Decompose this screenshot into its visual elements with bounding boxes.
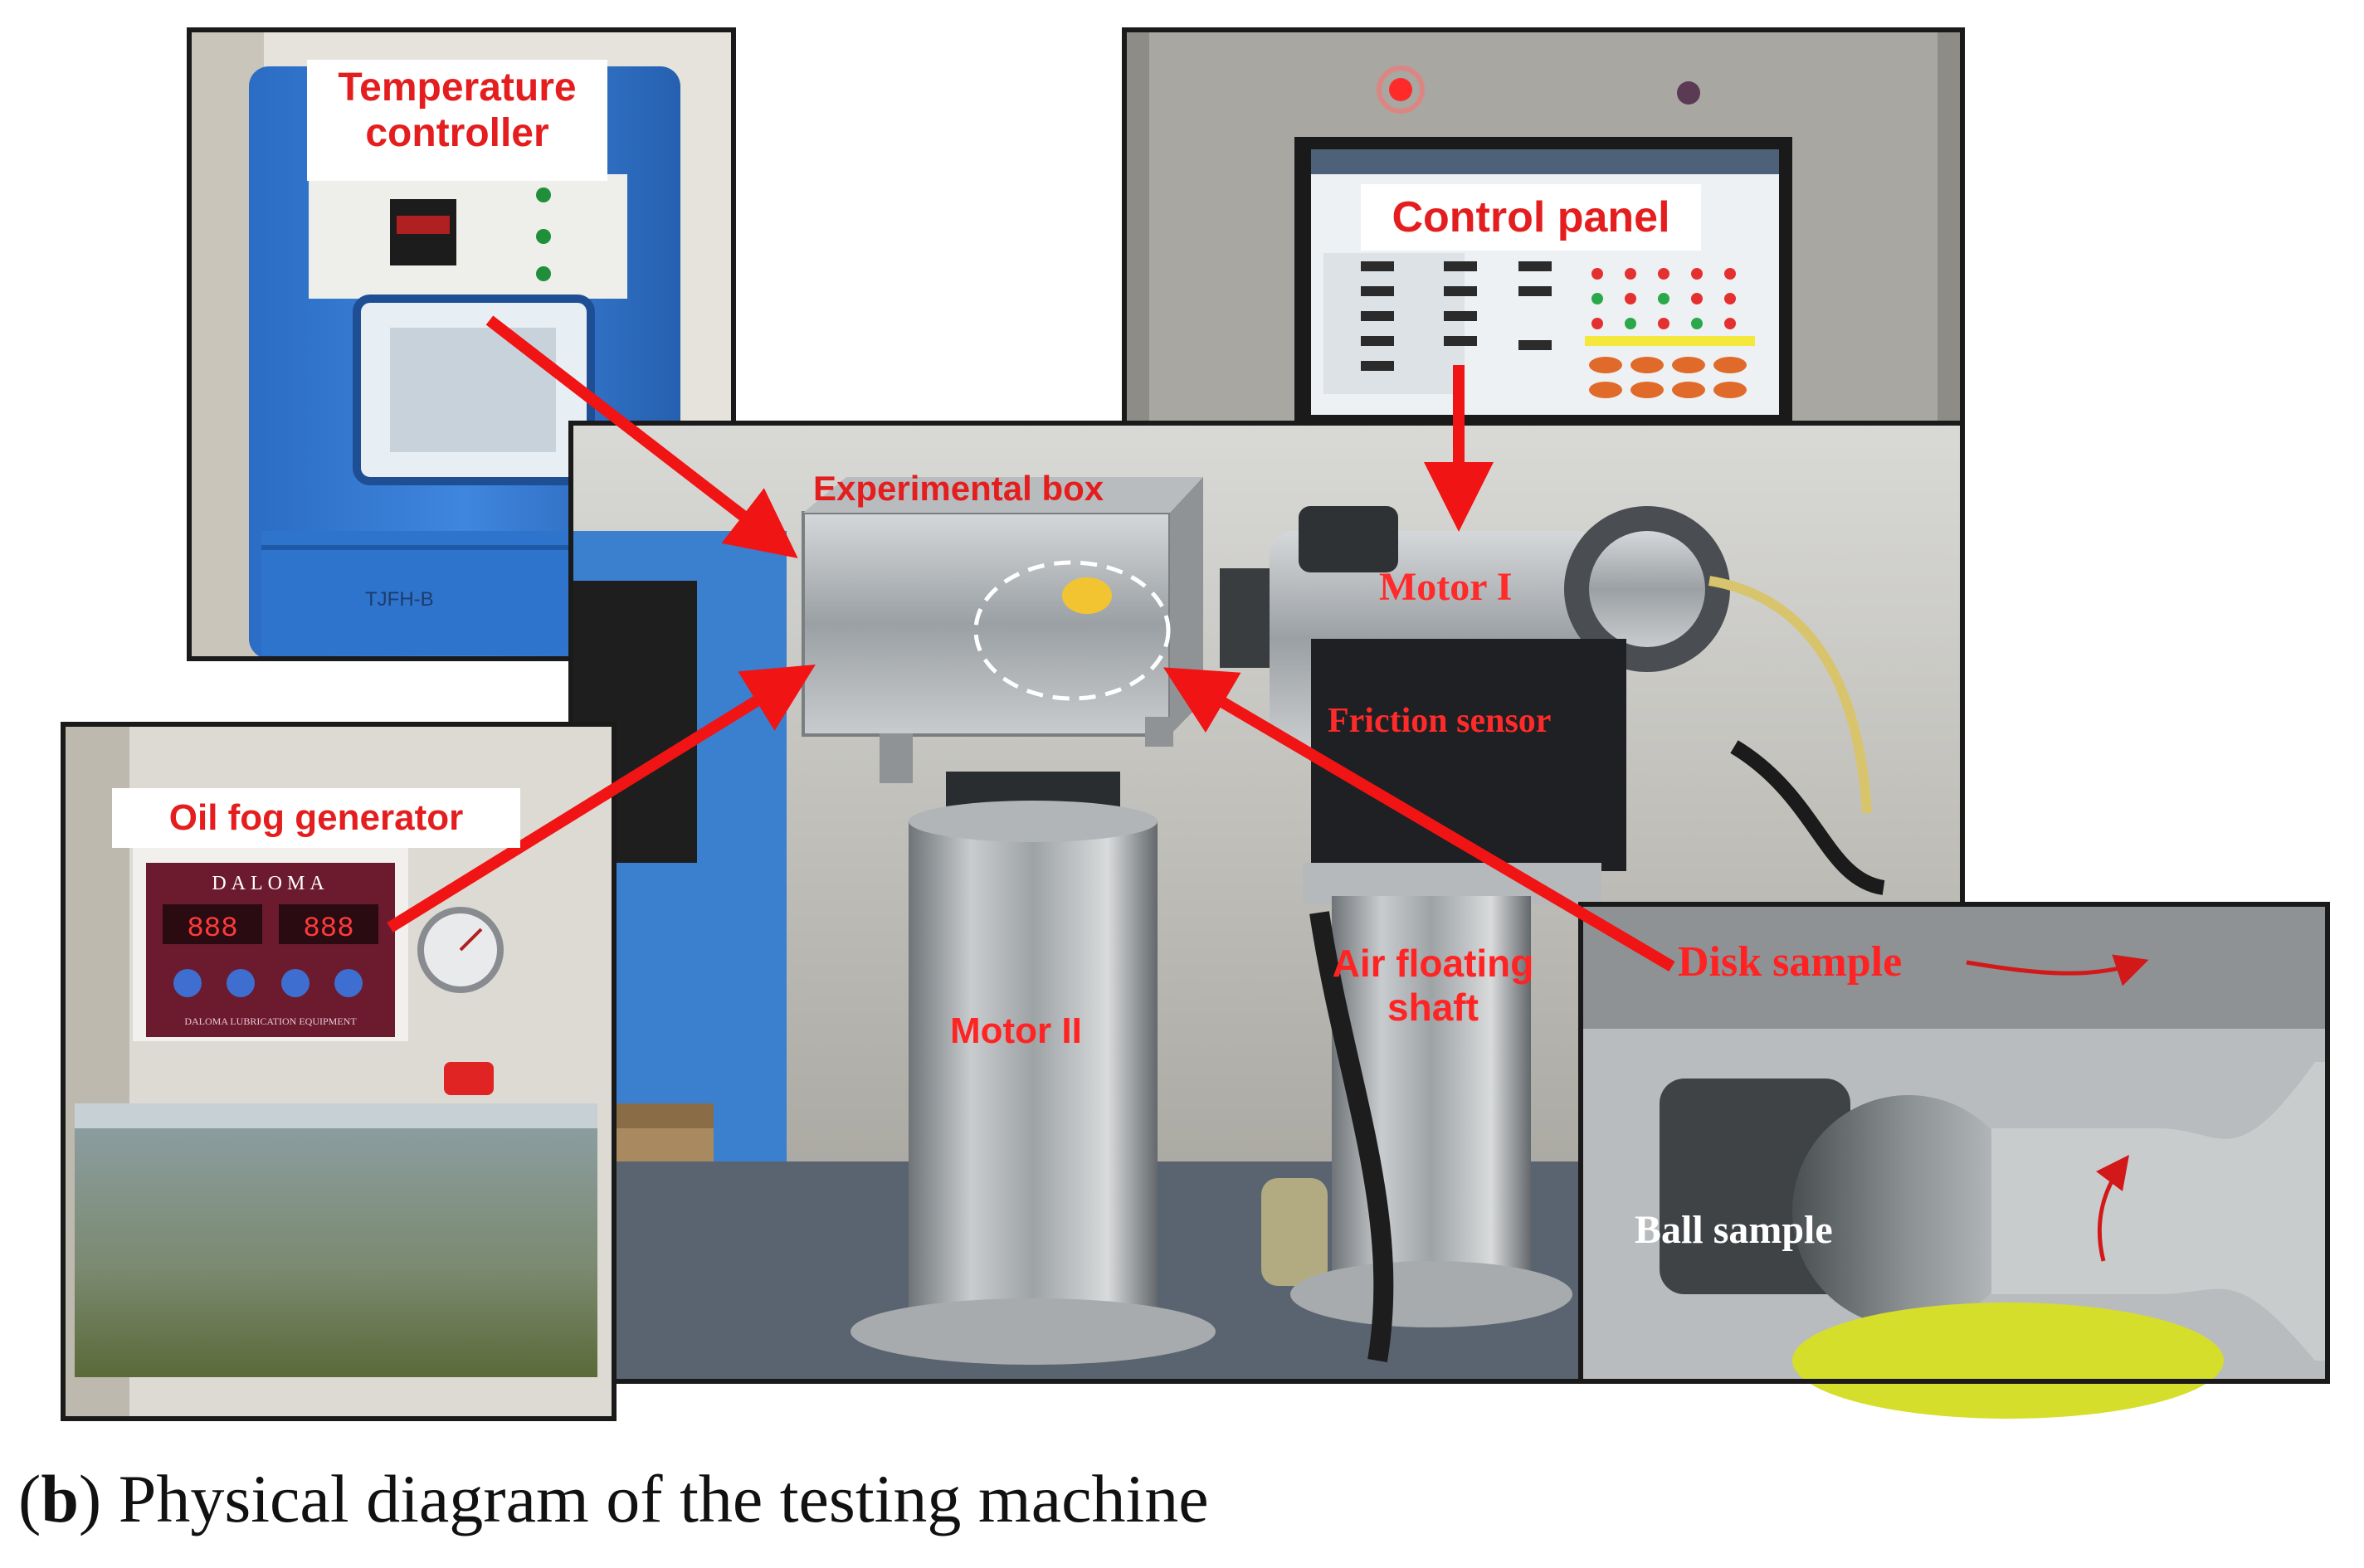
oil-fog-generator-frame xyxy=(61,722,617,1421)
air-floating-shaft-label-line1: Air floating xyxy=(1332,942,1534,985)
temperature-controller-arrow xyxy=(485,315,798,558)
set-button-icon xyxy=(334,969,363,997)
air-floating-shaft-label: Air floating shaft xyxy=(1326,942,1540,1030)
generator-control-panel xyxy=(146,863,395,1037)
pointer-arrows xyxy=(387,315,1675,972)
ball-disk-closeup-photo xyxy=(1578,902,2330,1419)
oil-fog-generator-label: Oil fog generator xyxy=(112,788,520,848)
disk-sample-arrow xyxy=(1163,667,1675,972)
figure-caption: (b) Physical diagram of the testing mach… xyxy=(18,1461,1209,1536)
power-button-icon xyxy=(173,969,202,997)
caption-letter: b xyxy=(41,1461,79,1536)
control-panel-label-text: Control panel xyxy=(1392,193,1670,241)
air-floating-shaft-label-line2: shaft xyxy=(1387,985,1479,1029)
sensor-cable xyxy=(1730,740,1885,895)
controller-faceplate xyxy=(309,174,627,299)
contact-zone-dashed-ellipse xyxy=(973,560,1171,701)
oil-reservoir xyxy=(75,1103,597,1377)
display-right-digits: 888 xyxy=(303,913,353,945)
temperature-controller-label-line1: Temperature xyxy=(338,66,577,110)
down-arrow-button-icon xyxy=(281,969,310,997)
motor-1-label: Motor I xyxy=(1379,565,1513,609)
disk-rotation-arrow xyxy=(1966,954,2149,986)
caption-text: Physical diagram of the testing machine xyxy=(101,1461,1209,1536)
oil-droplet xyxy=(1062,577,1112,614)
oil-fog-generator-arrow xyxy=(387,664,816,933)
friction-sensor-block xyxy=(1311,639,1626,871)
up-arrow-button-icon xyxy=(227,969,255,997)
experimental-box-body xyxy=(802,511,1172,737)
purple-indicator-lamp xyxy=(1677,81,1700,105)
temperature-controller-label: Temperature controller xyxy=(307,60,607,181)
lubricant-pool xyxy=(1792,1303,2224,1419)
display-left-digits: 888 xyxy=(187,913,237,945)
screen-readouts xyxy=(1323,253,1552,394)
daloma-brand-text: DALOMA xyxy=(212,873,329,894)
disk-sample-spindle xyxy=(1991,1062,2327,1361)
control-panel-label: Control panel xyxy=(1361,184,1701,251)
temperature-controller-frame xyxy=(187,27,736,661)
temperature-controller-label-line2: controller xyxy=(365,111,549,156)
screen-status-lamps xyxy=(1585,268,1755,398)
ball-sample-sphere xyxy=(1792,1095,2025,1327)
oil-beaker xyxy=(1261,1178,1328,1286)
motor-2-cylinder xyxy=(909,821,1158,1332)
oil-fog-generator-label-text: Oil fog generator xyxy=(168,797,464,838)
daloma-subtitle-text: DALOMA LUBRICATION EQUIPMENT xyxy=(184,1015,357,1027)
chamber-brand-text: TJFH-B xyxy=(365,588,434,611)
friction-sensor-label: Friction sensor xyxy=(1328,702,1552,740)
air-hose xyxy=(1708,576,1872,814)
closeup-frame xyxy=(1578,902,2330,1384)
ball-sample-label: Ball sample xyxy=(1635,1208,1833,1252)
motor-2-label: Motor II xyxy=(950,1010,1082,1051)
red-filler-cap xyxy=(444,1062,494,1095)
experimental-box-label: Experimental box xyxy=(813,469,1104,508)
disk-sample-label: Disk sample xyxy=(1678,938,1903,986)
red-indicator-lamp xyxy=(1389,78,1412,101)
spindle-rotation-arrow xyxy=(2096,1154,2129,1262)
